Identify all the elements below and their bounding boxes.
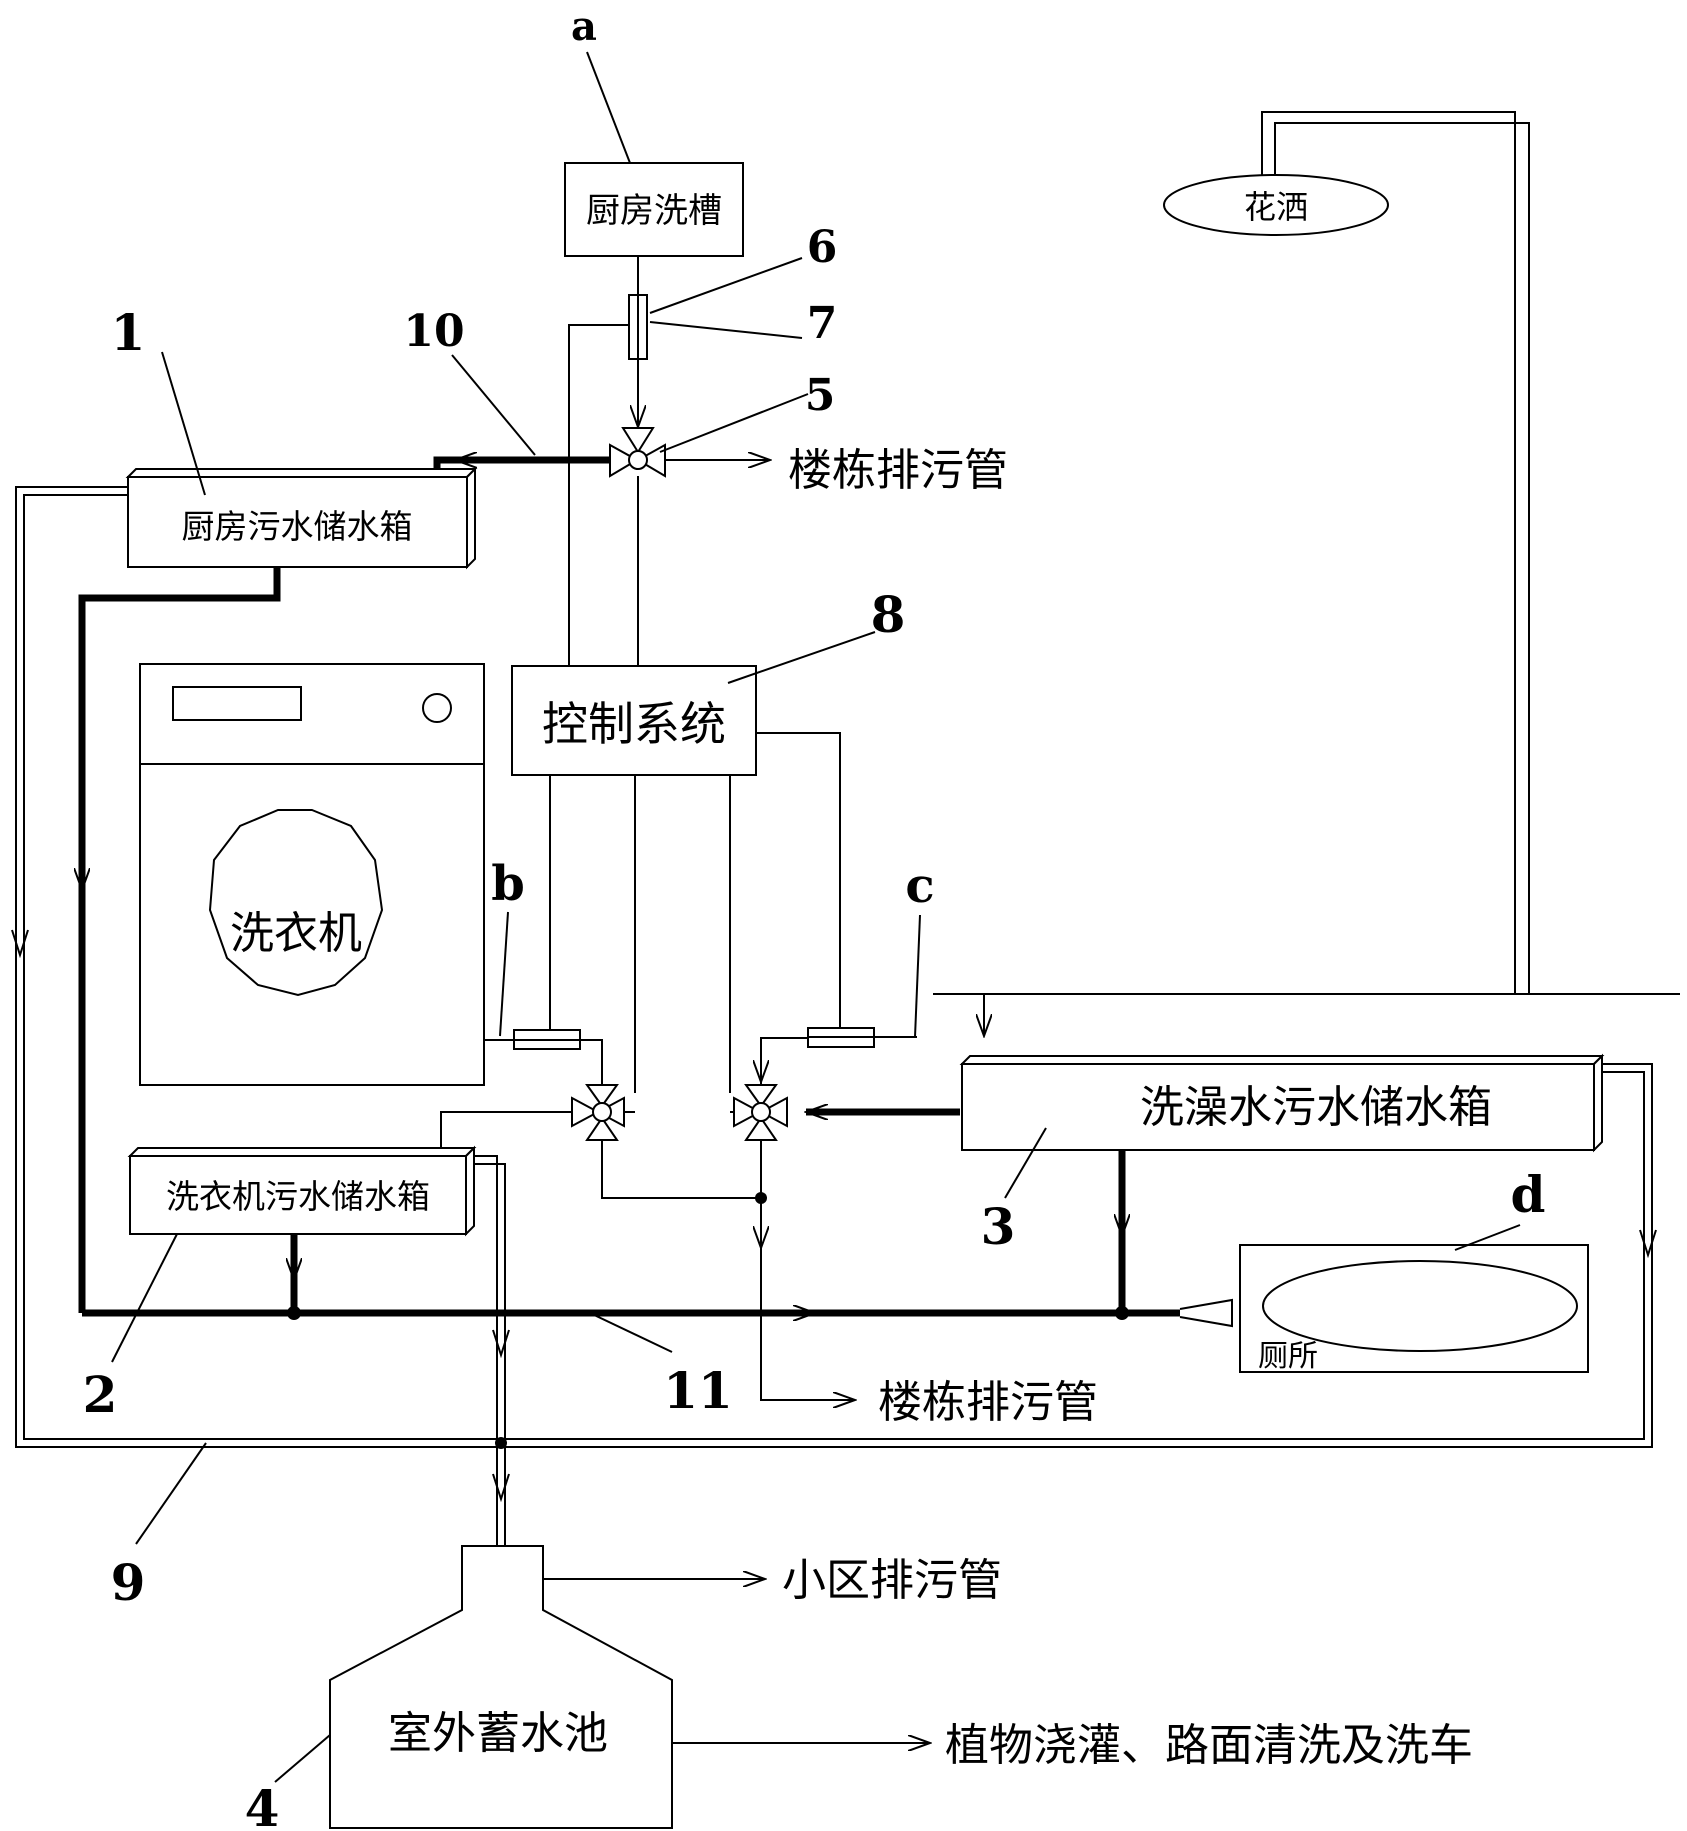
- shower-head: 花洒: [1163, 174, 1389, 236]
- control-system: 控制系统: [511, 665, 757, 776]
- leader-d: [1454, 1224, 1521, 1251]
- callout-b: b: [491, 856, 525, 912]
- shower-head-label: 花洒: [1244, 188, 1308, 226]
- washer-tank-label: 洗衣机污水储水箱: [166, 1177, 430, 1216]
- valve-5: [609, 427, 666, 478]
- callout-7: 7: [807, 298, 838, 349]
- leader-4: [274, 1734, 331, 1783]
- leader-a: [586, 51, 631, 164]
- leader-9: [135, 1442, 207, 1545]
- leader-5: [659, 393, 809, 453]
- toilet-inlet: [1179, 1298, 1233, 1328]
- pipe-9: [11, 486, 1657, 1448]
- leader-7: [649, 321, 803, 339]
- bath-waste-tank: 洗澡水污水储水箱: [959, 1053, 1605, 1153]
- community-sewer: 小区排污管: [782, 1555, 1002, 1606]
- callout-8: 8: [871, 585, 906, 644]
- reuse-outlet: 植物浇灌、路面清洗及洗车: [945, 1720, 1473, 1771]
- callout-5: 5: [805, 370, 836, 421]
- kitchen-sink-label: 厨房洗槽: [586, 191, 722, 231]
- building-sewer-bottom: 楼栋排污管: [878, 1377, 1098, 1428]
- callout-3: 3: [981, 1197, 1016, 1256]
- valve-b-to-washer-tank: [440, 1111, 572, 1148]
- washer-overflow-inner: [474, 1163, 506, 1546]
- control-system-label: 控制系统: [542, 697, 726, 751]
- callout-6: 6: [807, 222, 838, 273]
- valve-b: [571, 1084, 625, 1141]
- callout-11: 11: [663, 1361, 733, 1420]
- leader-6: [649, 257, 803, 314]
- pipe-9-flow-arrow-right: [1639, 1229, 1657, 1259]
- leader-10: [451, 354, 536, 456]
- kitchen-tank-label: 厨房污水储水箱: [182, 507, 413, 546]
- leader-c: [914, 914, 921, 1038]
- pipe-9-flow-arrow-left: [11, 929, 29, 959]
- callout-1: 1: [111, 303, 146, 362]
- toilet: 厕所: [1239, 1244, 1589, 1374]
- kitchen-waste-tank: 厨房污水储水箱: [125, 466, 478, 570]
- leader-11: [589, 1312, 673, 1353]
- valve-c: [733, 1084, 788, 1141]
- washer-display: [172, 686, 302, 721]
- callout-c: c: [905, 858, 934, 914]
- callout-4: 4: [245, 1779, 280, 1831]
- washer-drum: [208, 809, 384, 997]
- leader-2: [111, 1233, 178, 1363]
- shower-pipe-inner: [1274, 122, 1530, 994]
- outdoor-pool: 室外蓄水池: [329, 1545, 673, 1829]
- washing-machine: 洗衣机: [139, 663, 485, 1086]
- valve-b-to-sewer: [601, 1140, 761, 1199]
- callout-10: 10: [403, 306, 464, 357]
- bath-tank-label: 洗澡水污水储水箱: [1140, 1082, 1492, 1133]
- sensor-signal-line: [568, 324, 629, 676]
- toilet-label: 厕所: [1258, 1339, 1318, 1374]
- leader-b: [499, 911, 509, 1037]
- leader-1: [161, 351, 206, 496]
- washer-knob: [422, 693, 452, 723]
- leader-3: [1004, 1127, 1047, 1199]
- control-line-sensor-c: [756, 732, 841, 1030]
- lower-sewer-pipe: [760, 1248, 855, 1400]
- callout-a: a: [571, 3, 597, 50]
- kitchen-tank-outlet: [78, 567, 281, 1313]
- shower-pipe-outer: [1261, 111, 1516, 994]
- building-sewer-top: 楼栋排污管: [788, 445, 1008, 496]
- outdoor-pool-label: 室外蓄水池: [388, 1708, 608, 1759]
- washer-label: 洗衣机: [230, 908, 362, 959]
- callout-d: d: [1511, 1165, 1546, 1224]
- callout-9: 9: [111, 1553, 146, 1612]
- washer-overflow-outer: [474, 1155, 498, 1546]
- washer-waste-tank: 洗衣机污水储水箱: [127, 1145, 477, 1237]
- leader-8: [727, 631, 876, 684]
- kitchen-sink: 厨房洗槽: [564, 162, 744, 257]
- callout-2: 2: [83, 1365, 118, 1424]
